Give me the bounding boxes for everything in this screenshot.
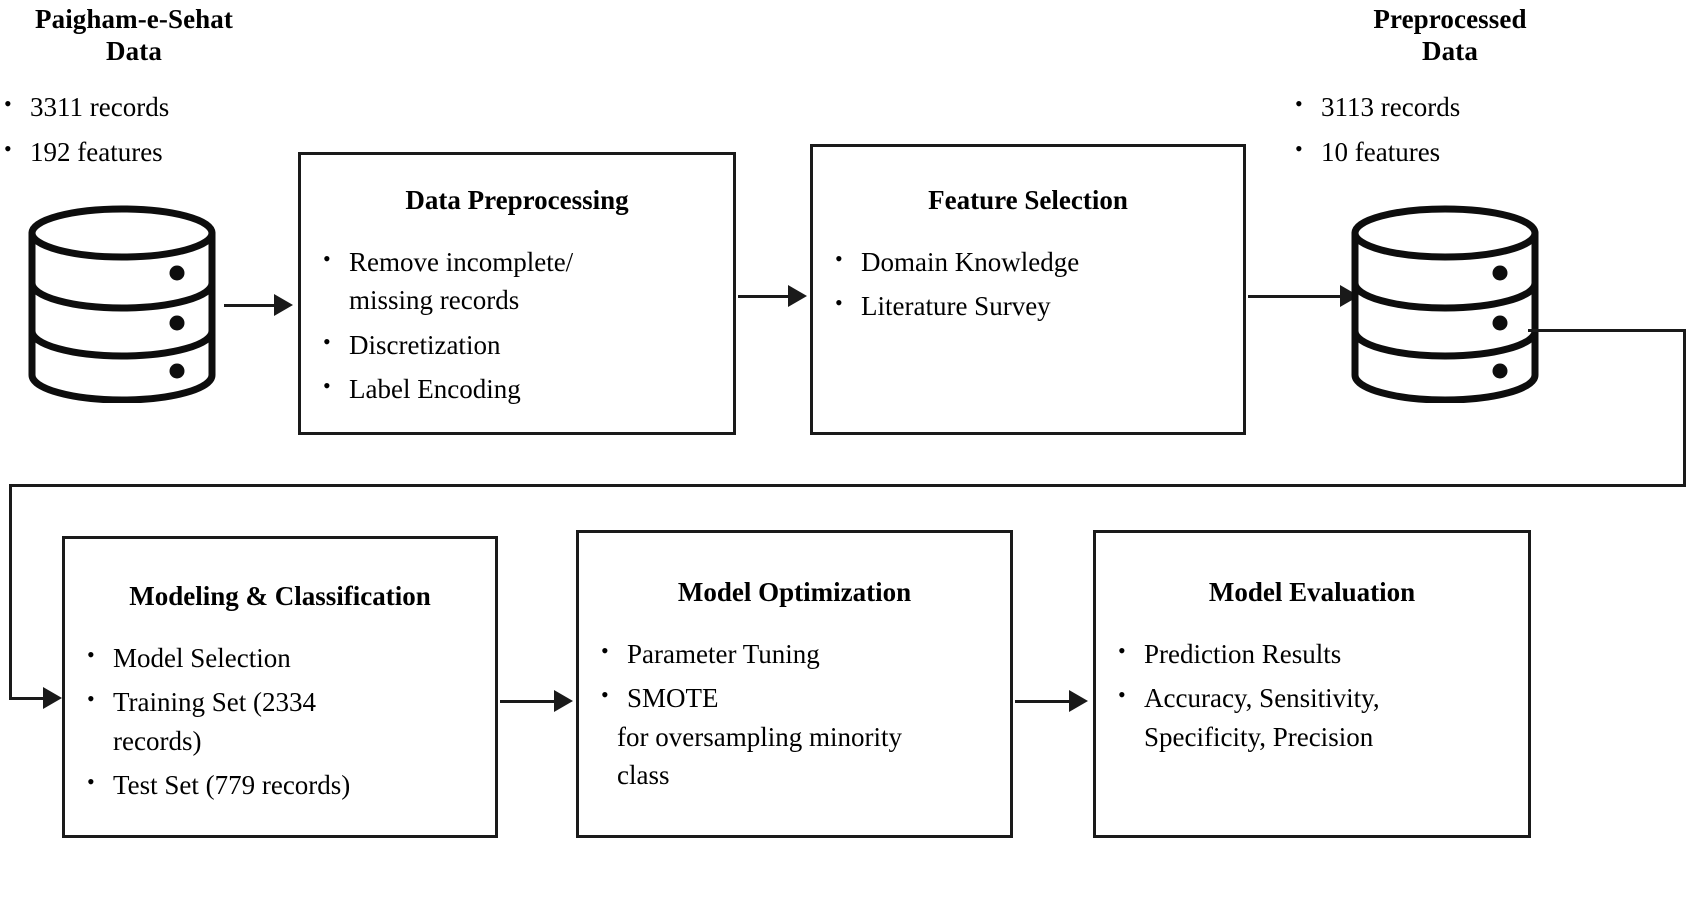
stage-title: Modeling & Classification [129,581,431,611]
connector-wrap-into-modeling [9,697,57,700]
stage-bullet-list: • Prediction Results • Accuracy, Sensiti… [1118,635,1520,762]
stage-bullet-list: • Model Selection • Training Set (2334 r… [87,639,485,810]
list-item: • Literature Survey [835,287,1231,325]
source-data-caption-line2: Data [106,35,162,66]
output-data-caption-line1: Preprocessed [1373,4,1527,34]
list-item: • 3311 records [4,88,266,127]
bullet-icon: • [601,638,609,663]
list-item: • SMOTE for oversampling minority class [601,679,1002,794]
stage-title: Model Evaluation [1208,577,1416,607]
bullet-icon: • [1118,638,1126,663]
stage-bullet-list: • Parameter Tuning • SMOTE for oversampl… [601,635,1002,800]
stage-box-data-preprocessing[interactable]: Data Preprocessing • Remove incomplete/ … [298,152,736,435]
list-item: • 192 features [4,133,266,172]
bullet-icon: • [87,768,95,794]
connector-wrap-right-vertical [1683,329,1686,487]
list-item: • Test Set (779 records) [87,766,485,804]
bullet-icon: • [1118,682,1126,708]
bullet-icon: • [323,372,331,398]
list-item: • Label Encoding [323,370,721,408]
source-data-caption: Paigham-e-Sehat Data [0,4,268,68]
connector-source-to-preprocessing [224,304,276,307]
output-data-caption: Preprocessed Data [1300,4,1600,68]
stage-title: Feature Selection [928,185,1128,215]
list-item: • Discretization [323,326,721,364]
connector-feature-selection-to-output [1248,295,1344,298]
stage-title: Data Preprocessing [405,185,629,215]
list-item: • Training Set (2334 records) [87,683,485,760]
arrowhead-icon [554,690,573,712]
arrowhead-icon [43,687,62,709]
stage-box-model-evaluation[interactable]: Model Evaluation • Prediction Results • … [1093,530,1531,838]
stage-box-feature-selection[interactable]: Feature Selection • Domain Knowledge • L… [810,144,1246,435]
list-item: • 3113 records [1295,88,1625,127]
bullet-icon: • [1295,136,1303,162]
connector-modeling-to-optimization [500,700,558,703]
bullet-icon: • [87,686,95,712]
connector-wrap-bottom-horizontal [9,484,1686,487]
arrowhead-icon [788,285,807,307]
list-item: • Prediction Results [1118,635,1520,673]
bullet-icon: • [601,682,609,708]
list-item: • Model Selection [87,639,485,677]
list-item: • 10 features [1295,133,1625,172]
source-data-bullets: • 3311 records • 192 features [4,88,266,178]
bullet-icon: • [323,328,331,354]
list-item: • Accuracy, Sensitivity, Specificity, Pr… [1118,679,1520,756]
list-item: • Domain Knowledge [835,243,1231,281]
bullet-icon: • [4,136,12,162]
bullet-icon: • [4,91,12,116]
connector-optimization-to-evaluation [1015,700,1073,703]
stage-bullet-list: • Domain Knowledge • Literature Survey [835,243,1231,332]
list-item: • Remove incomplete/ missing records [323,243,721,320]
connector-wrap-top-segment [1528,329,1686,332]
list-item: • Parameter Tuning [601,635,1002,673]
output-data-bullets: • 3113 records • 10 features [1295,88,1625,178]
stage-box-model-optimization[interactable]: Model Optimization • Parameter Tuning • … [576,530,1013,838]
source-data-caption-line1: Paigham-e-Sehat [35,4,233,34]
output-database-cylinder-icon [1345,205,1545,404]
stage-box-modeling-classification[interactable]: Modeling & Classification • Model Select… [62,536,498,838]
output-data-caption-line2: Data [1422,35,1478,66]
connector-preprocessing-to-feature-selection [738,295,790,298]
arrowhead-icon [274,294,293,316]
bullet-icon: • [835,290,843,316]
bullet-icon: • [323,246,331,271]
bullet-icon: • [87,642,95,667]
connector-wrap-left-vertical [9,484,12,700]
stage-bullet-list: • Remove incomplete/ missing records • D… [323,243,721,414]
stage-title: Model Optimization [677,577,912,607]
source-database-cylinder-icon [22,205,222,404]
bullet-icon: • [1295,91,1303,116]
arrowhead-icon [1069,690,1088,712]
bullet-icon: • [835,246,843,271]
